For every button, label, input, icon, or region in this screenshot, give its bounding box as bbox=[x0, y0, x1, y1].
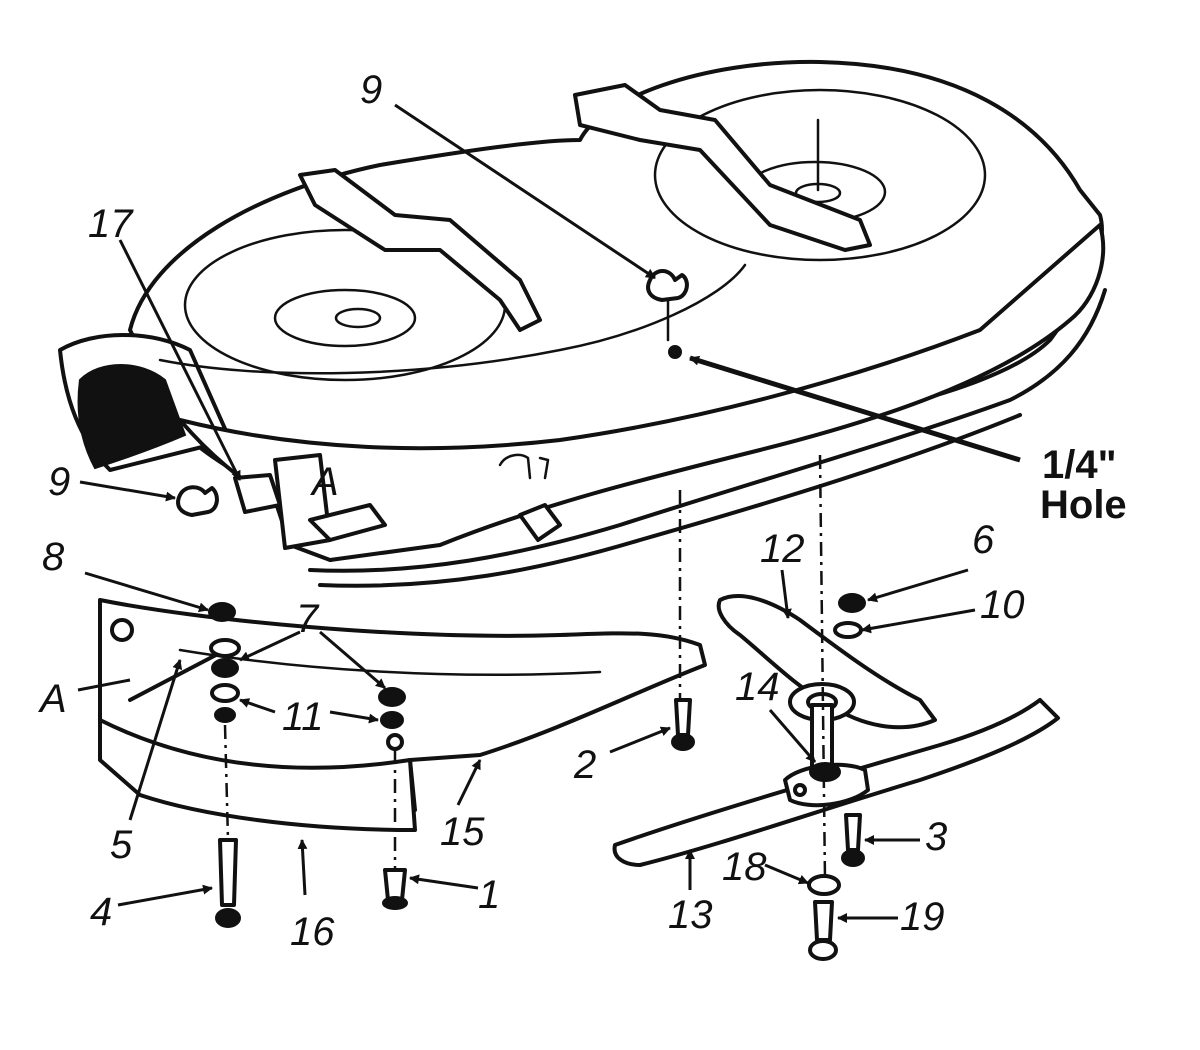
callout-15: 15 bbox=[440, 810, 485, 854]
callout-a-left: A bbox=[38, 677, 67, 721]
hardware-stack-left bbox=[208, 602, 241, 723]
right-hanger-bracket bbox=[573, 83, 872, 252]
callout-12: 12 bbox=[760, 527, 805, 571]
callout-3: 3 bbox=[925, 815, 947, 859]
callout-19: 19 bbox=[900, 895, 945, 939]
deck-front-skirt bbox=[178, 223, 1106, 562]
callout-4: 4 bbox=[90, 890, 112, 934]
spindle-washer bbox=[833, 621, 863, 639]
belt-shield bbox=[98, 598, 707, 832]
deck-side-clip bbox=[518, 503, 562, 542]
callout-18: 18 bbox=[722, 845, 767, 889]
deck-center-ridge bbox=[158, 263, 747, 375]
hole-note-size: 1/4" bbox=[1042, 443, 1117, 487]
bushing-left bbox=[214, 707, 236, 723]
callout-17: 17 bbox=[88, 202, 134, 246]
callout-13: 13 bbox=[668, 893, 713, 937]
right-blade-well bbox=[653, 88, 987, 262]
callout-9-top: 9 bbox=[360, 68, 382, 112]
spindle-nut bbox=[838, 593, 866, 613]
blade-hub-hole bbox=[793, 783, 807, 797]
blade-washer bbox=[807, 874, 841, 896]
callout-2: 2 bbox=[573, 743, 596, 787]
washer-11-right bbox=[380, 711, 404, 729]
deck-latch bbox=[498, 453, 550, 480]
callout-labels: 9 17 9 A 8 7 A 11 5 15 16 4 1 2 12 6 10 … bbox=[38, 68, 1025, 954]
deck-lower-rim bbox=[308, 288, 1107, 573]
hardware-stack-right bbox=[378, 687, 406, 751]
deck-lower-rim-inner bbox=[318, 413, 1022, 588]
callout-10: 10 bbox=[980, 583, 1025, 627]
callout-6: 6 bbox=[972, 518, 995, 562]
blade-assembly bbox=[612, 593, 1060, 896]
bushing-right bbox=[386, 733, 404, 751]
shield-inner-line bbox=[178, 648, 602, 677]
shield-skirt bbox=[98, 718, 417, 832]
chute-opening bbox=[77, 364, 187, 470]
washer-7-left bbox=[209, 638, 241, 658]
wing-nut-upper bbox=[646, 269, 689, 342]
left-spindle-hub bbox=[334, 307, 382, 329]
bolt-1 bbox=[382, 868, 408, 910]
washer-11-left bbox=[210, 683, 240, 703]
callout-14: 14 bbox=[735, 665, 780, 709]
alignment-lines bbox=[223, 454, 827, 881]
callout-11: 11 bbox=[282, 695, 324, 739]
bolt-19 bbox=[808, 900, 838, 961]
blade-hub bbox=[783, 762, 870, 808]
wing-nut-left bbox=[176, 485, 219, 517]
blade-upper bbox=[716, 594, 937, 730]
callout-a-deck: A bbox=[310, 460, 339, 504]
shield-corner-hole bbox=[110, 618, 134, 642]
left-hanger-bracket bbox=[298, 168, 542, 332]
left-spindle-plate bbox=[273, 288, 417, 348]
bolt-2 bbox=[671, 698, 695, 751]
spacer-left bbox=[211, 658, 239, 678]
hole-note-label: Hole bbox=[1040, 483, 1127, 527]
bolt-4 bbox=[215, 838, 241, 928]
callout-5: 5 bbox=[110, 823, 133, 867]
callout-16: 16 bbox=[290, 910, 335, 954]
deck-housing bbox=[58, 59, 1107, 588]
hole-note: 1/4" Hole bbox=[1040, 443, 1127, 527]
bolt-3 bbox=[841, 813, 865, 867]
side-tab bbox=[308, 503, 387, 542]
callout-1: 1 bbox=[478, 873, 500, 917]
locknut-8 bbox=[208, 602, 236, 622]
mounting-block bbox=[233, 473, 282, 514]
locknut-7-right bbox=[378, 687, 406, 707]
leader-lines bbox=[77, 103, 1021, 923]
callout-9-left: 9 bbox=[48, 460, 70, 504]
callout-7: 7 bbox=[296, 597, 320, 641]
quarter-inch-hole bbox=[668, 345, 682, 359]
callout-8: 8 bbox=[42, 535, 65, 579]
